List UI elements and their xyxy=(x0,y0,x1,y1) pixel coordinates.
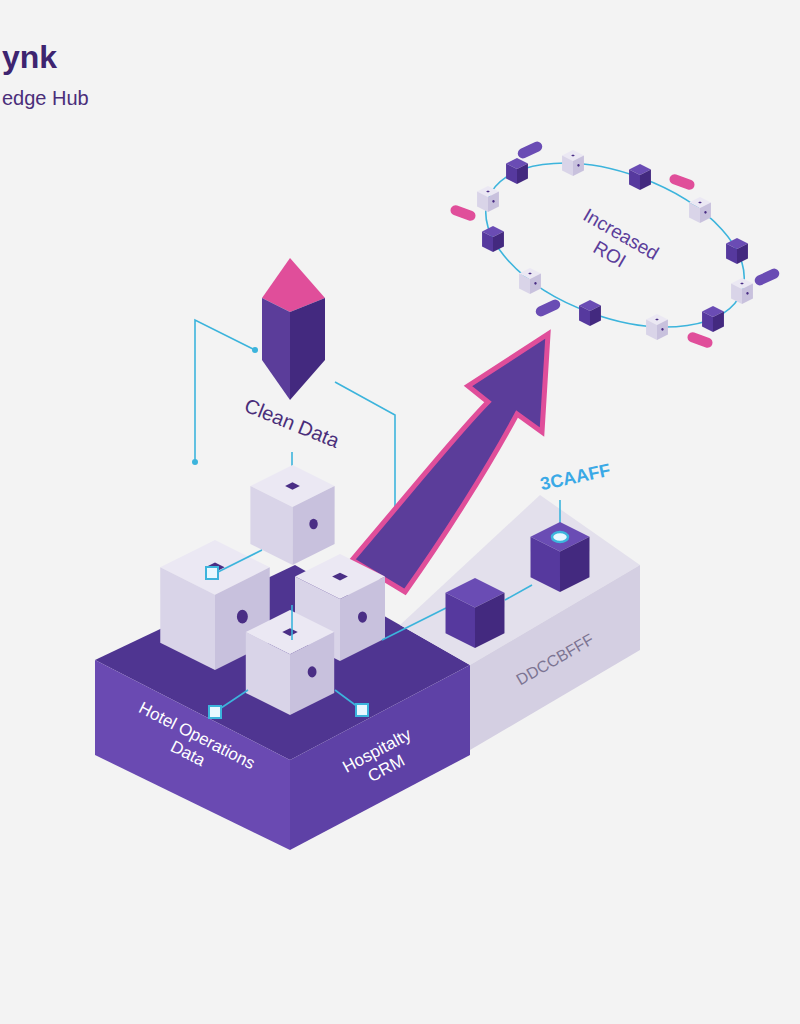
ring-pill xyxy=(668,173,696,191)
dark-cube xyxy=(531,522,590,592)
pill xyxy=(534,298,562,318)
ring-pill xyxy=(686,331,714,349)
data-cube xyxy=(295,554,385,661)
link-line xyxy=(559,500,561,532)
platform-face xyxy=(290,665,470,850)
platform-block: DDCCBFFF xyxy=(400,490,642,752)
leader-line xyxy=(195,320,255,460)
platform-face xyxy=(95,660,290,850)
gem-face xyxy=(262,298,290,400)
node-square xyxy=(356,704,368,716)
ring-cube xyxy=(731,278,753,304)
link-line xyxy=(505,585,532,600)
link-squares xyxy=(206,567,368,718)
data-cube xyxy=(246,610,334,715)
growth-arrow xyxy=(352,334,548,592)
ring-cube xyxy=(477,186,499,212)
ring-pill xyxy=(753,267,781,287)
gem-face xyxy=(290,298,325,400)
ring-cube xyxy=(726,238,748,264)
link-line xyxy=(212,550,262,575)
platform-block-shape xyxy=(400,490,642,752)
callout-label: 3CAAFF xyxy=(538,460,612,496)
link-line xyxy=(382,608,446,640)
dot xyxy=(192,459,198,465)
platform-face xyxy=(470,565,640,750)
logo-subtitle: edge Hub xyxy=(2,86,89,110)
roi-ring: Increased ROI xyxy=(450,135,785,355)
ring-cube xyxy=(506,158,528,184)
ring-pill xyxy=(516,140,544,160)
leader-dots xyxy=(192,347,398,535)
ring-pill xyxy=(449,204,477,222)
ring-line xyxy=(464,131,767,359)
platform-block: Hotel Operations DataHospitalty CRM xyxy=(95,560,475,855)
ring-cube xyxy=(562,150,584,176)
pill xyxy=(753,267,781,287)
leader-line xyxy=(291,452,293,478)
dot xyxy=(252,347,258,353)
node-square xyxy=(209,706,221,718)
pill xyxy=(516,140,544,160)
callout-label: Clean Data xyxy=(241,393,343,453)
link-line xyxy=(215,690,248,712)
dot xyxy=(392,529,398,535)
link-line xyxy=(291,605,293,640)
pill xyxy=(449,204,477,222)
ring-pill xyxy=(534,298,562,318)
node-square xyxy=(206,567,218,579)
ring-cube xyxy=(702,306,724,332)
ring-cube xyxy=(579,300,601,326)
leader-lines xyxy=(195,320,395,530)
ring-cube xyxy=(482,226,504,252)
data-cube xyxy=(160,540,269,670)
leader-line xyxy=(335,382,395,530)
ring-cube xyxy=(689,197,711,223)
pill xyxy=(668,173,696,191)
ring-label: Increased ROI xyxy=(552,195,679,294)
ring-cube xyxy=(646,314,668,340)
cube-links xyxy=(212,500,560,712)
logo-text: ynk xyxy=(2,38,57,76)
ring-cube xyxy=(519,268,541,294)
port-ring xyxy=(552,532,568,542)
dark-cube xyxy=(446,578,505,648)
ring-cube xyxy=(629,164,651,190)
pill xyxy=(686,331,714,349)
gem xyxy=(262,258,325,400)
gem-top xyxy=(262,258,325,312)
data-cube xyxy=(250,465,334,565)
link-line xyxy=(335,690,362,710)
